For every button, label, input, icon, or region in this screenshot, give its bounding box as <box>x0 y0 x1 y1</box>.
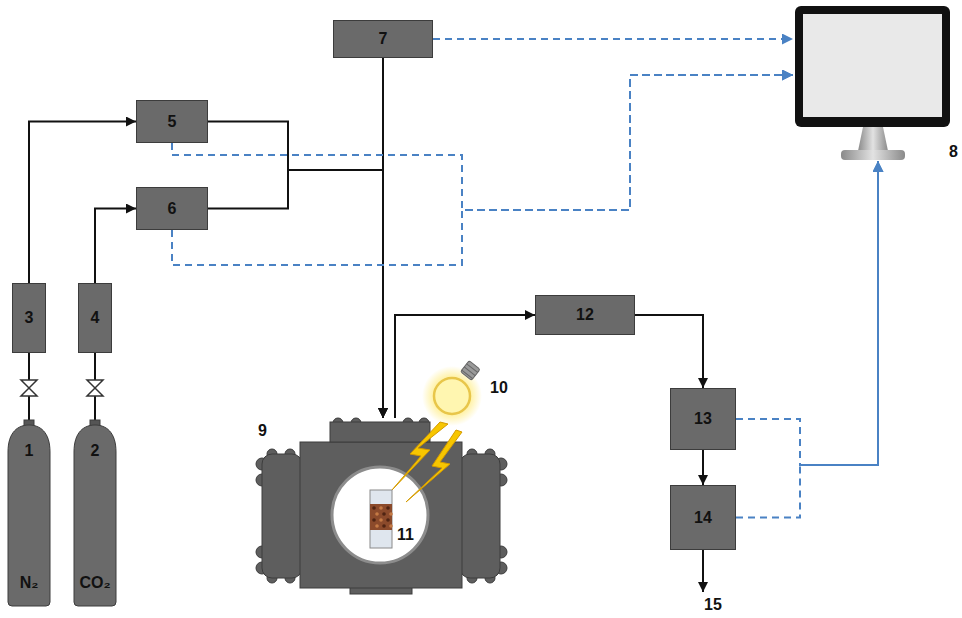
process-box: 13 <box>670 388 736 450</box>
callout-number: 10 <box>490 379 508 397</box>
callout-number: 14 <box>694 509 712 527</box>
callout-number: CO₂ <box>79 574 110 592</box>
callout-number: 1 <box>25 442 34 460</box>
process-box: 7 <box>333 20 433 58</box>
photoreactor-shape <box>258 418 505 596</box>
outlet-arrow <box>702 550 704 592</box>
process-box: 5 <box>136 100 208 143</box>
computer-monitor-shape <box>793 4 958 161</box>
callout-number: 9 <box>258 422 267 440</box>
callout-number: 7 <box>379 30 388 48</box>
callout-number: 4 <box>91 309 100 327</box>
signal-line <box>736 161 878 465</box>
photoreactor: 9 <box>258 418 505 596</box>
process-box: 14 <box>670 485 736 550</box>
gas-line <box>702 450 704 485</box>
callout-number: 8 <box>949 143 958 161</box>
gas-line <box>29 122 136 284</box>
callout-number: 12 <box>576 306 594 324</box>
gas-line <box>208 170 383 418</box>
process-box: 3 <box>12 283 46 353</box>
gas-cylinder: 2CO₂ <box>74 420 116 606</box>
callout-number: 5 <box>168 113 177 131</box>
callout-number: N₂ <box>20 574 39 592</box>
signal-line <box>433 38 793 40</box>
callout-number: 3 <box>25 309 34 327</box>
callout-number: 13 <box>694 410 712 428</box>
signal-line <box>172 75 793 210</box>
gas-line <box>395 315 535 418</box>
callout-number: 11 <box>397 526 414 544</box>
callout-number: 15 <box>704 596 722 614</box>
process-box: 6 <box>136 187 208 230</box>
gas-cylinder: 1N₂ <box>8 420 50 606</box>
gas-line <box>208 122 383 419</box>
gas-line <box>95 209 136 284</box>
signal-line <box>736 161 878 518</box>
process-box: 12 <box>535 295 635 335</box>
gas-line <box>382 58 384 418</box>
computer-monitor: 8 <box>793 4 958 161</box>
process-box: 4 <box>78 283 112 353</box>
lamp-symbol <box>422 361 482 426</box>
callout-number: 6 <box>168 200 177 218</box>
callout-number: 2 <box>91 442 100 460</box>
valve-symbol <box>21 380 103 396</box>
signal-line <box>172 75 793 265</box>
gas-line <box>635 315 703 388</box>
